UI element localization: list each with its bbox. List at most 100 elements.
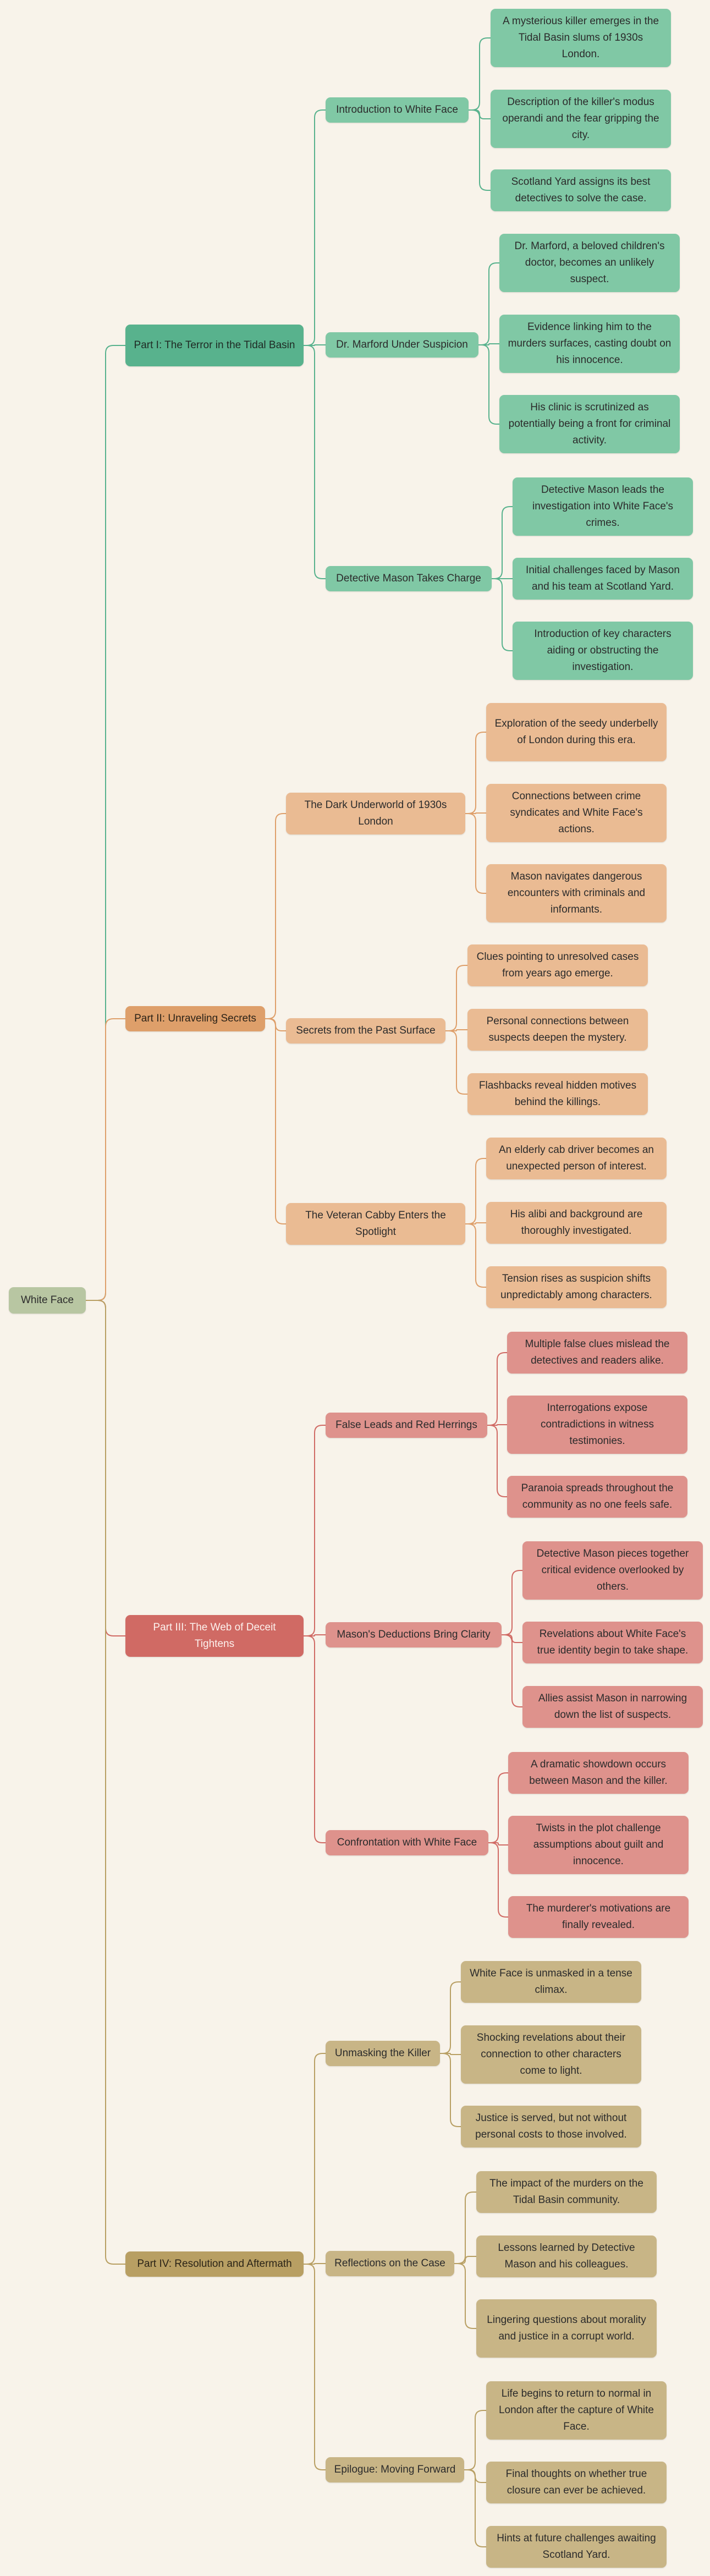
part-node-3-label: Part III: The Web of Deceit Tightens — [153, 1622, 276, 1650]
connector — [304, 1425, 326, 1636]
leaf-node-4-1-2[interactable]: Shocking revelations about their connect… — [461, 2025, 641, 2084]
section-node-4-3[interactable]: Epilogue: Moving Forward — [326, 2457, 464, 2482]
leaf-node-4-1-1[interactable]: White Face is unmasked in a tense climax… — [461, 1961, 641, 2003]
leaf-node-2-3-3[interactable]: Tension rises as suspicion shifts unpred… — [486, 1266, 667, 1308]
connector — [488, 1842, 508, 1846]
leaf-node-1-2-2[interactable]: Evidence linking him to the murders surf… — [499, 315, 680, 373]
section-node-3-3[interactable]: Confrontation with White Face — [326, 1830, 488, 1855]
connector — [304, 1635, 326, 1843]
section-node-4-2-label: Reflections on the Case — [334, 2258, 445, 2269]
leaf-node-1-1-3-label: Scotland Yard assigns its best detective… — [511, 176, 651, 204]
section-node-4-1[interactable]: Unmasking the Killer — [326, 2041, 440, 2066]
leaf-node-2-3-3-label: Tension rises as suspicion shifts unpred… — [500, 1273, 652, 1301]
section-node-1-1[interactable]: Introduction to White Face — [326, 97, 469, 123]
leaf-node-4-1-3-label: Justice is served, but not without perso… — [475, 2112, 627, 2140]
leaf-node-4-2-3[interactable]: Lingering questions about morality and j… — [476, 2299, 657, 2358]
leaf-node-2-1-3-label: Mason navigates dangerous encounters wit… — [507, 871, 646, 915]
leaf-node-4-3-2[interactable]: Final thoughts on whether true closure c… — [486, 2462, 667, 2503]
connector — [469, 37, 491, 111]
leaf-node-2-1-1[interactable]: Exploration of the seedy underbelly of L… — [486, 703, 667, 761]
leaf-node-2-2-2[interactable]: Personal connections between suspects de… — [467, 1009, 648, 1051]
section-node-1-3[interactable]: Detective Mason Takes Charge — [326, 566, 492, 591]
leaf-node-2-2-1[interactable]: Clues pointing to unresolved cases from … — [467, 944, 648, 986]
leaf-node-2-3-1[interactable]: An elderly cab driver becomes an unexpec… — [486, 1138, 667, 1179]
leaf-node-1-2-3[interactable]: His clinic is scrutinized as potentially… — [499, 395, 680, 453]
leaf-node-1-3-1[interactable]: Detective Mason leads the investigation … — [513, 477, 693, 536]
leaf-node-3-1-1[interactable]: Multiple false clues mislead the detecti… — [507, 1332, 687, 1374]
connector — [488, 1842, 508, 1918]
leaf-node-2-1-2[interactable]: Connections between crime syndicates and… — [486, 784, 667, 842]
leaf-node-1-1-2[interactable]: Description of the killer's modus operan… — [491, 90, 671, 148]
leaf-node-4-1-2-label: Shocking revelations about their connect… — [476, 2032, 626, 2077]
leaf-node-3-2-2[interactable]: Revelations about White Face's true iden… — [522, 1622, 703, 1663]
section-node-2-3-label: The Veteran Cabby Enters the Spotlight — [305, 1210, 446, 1238]
leaf-node-2-1-1-label: Exploration of the seedy underbelly of L… — [494, 718, 658, 746]
connector — [265, 813, 286, 1019]
leaf-node-3-1-2-label: Interrogations expose contradictions in … — [541, 1402, 654, 1447]
part-node-4-label: Part IV: Resolution and Aftermath — [137, 2258, 292, 2270]
connector — [445, 965, 467, 1031]
part-node-1[interactable]: Part I: The Terror in the Tidal Basin — [125, 325, 304, 366]
connector — [304, 2053, 326, 2265]
leaf-node-1-3-3[interactable]: Introduction of key characters aiding or… — [513, 622, 693, 680]
leaf-node-4-3-2-label: Final thoughts on whether true closure c… — [505, 2468, 647, 2496]
connector — [454, 2256, 476, 2264]
leaf-node-4-2-3-label: Lingering questions about morality and j… — [487, 2314, 646, 2342]
leaf-node-4-2-2[interactable]: Lessons learned by Detective Mason and h… — [476, 2236, 657, 2277]
section-node-4-2[interactable]: Reflections on the Case — [326, 2251, 454, 2276]
leaf-node-3-3-1-label: A dramatic showdown occurs between Mason… — [529, 1759, 668, 1787]
section-node-2-1[interactable]: The Dark Underworld of 1930s London — [286, 793, 465, 834]
leaf-node-1-2-1[interactable]: Dr. Marford, a beloved children's doctor… — [499, 234, 680, 292]
connector — [464, 2469, 486, 2547]
leaf-node-1-1-2-label: Description of the killer's modus operan… — [502, 96, 659, 141]
section-node-2-2[interactable]: Secrets from the Past Surface — [286, 1018, 445, 1043]
part-node-2[interactable]: Part II: Unraveling Secrets — [125, 1006, 265, 1031]
leaf-node-1-1-1-label: A mysterious killer emerges in the Tidal… — [502, 15, 659, 60]
leaf-node-4-3-3[interactable]: Hints at future challenges awaiting Scot… — [486, 2526, 667, 2568]
leaf-node-4-2-1[interactable]: The impact of the murders on the Tidal B… — [476, 2171, 657, 2213]
leaf-node-3-1-3-label: Paranoia spreads throughout the communit… — [521, 1482, 674, 1511]
leaf-node-2-2-1-label: Clues pointing to unresolved cases from … — [476, 951, 639, 979]
leaf-node-3-3-2[interactable]: Twists in the plot challenge assumptions… — [508, 1816, 689, 1874]
leaf-node-2-1-3[interactable]: Mason navigates dangerous encounters wit… — [486, 864, 667, 922]
leaf-node-4-2-2-label: Lessons learned by Detective Mason and h… — [498, 2242, 635, 2270]
section-node-3-3-label: Confrontation with White Face — [337, 1837, 477, 1848]
connector — [465, 1158, 486, 1224]
connector — [478, 262, 499, 345]
section-node-3-1-label: False Leads and Red Herrings — [335, 1419, 477, 1431]
leaf-node-1-1-1[interactable]: A mysterious killer emerges in the Tidal… — [491, 9, 671, 67]
leaf-node-3-2-3[interactable]: Allies assist Mason in narrowing down th… — [522, 1686, 703, 1728]
section-node-3-1[interactable]: False Leads and Red Herrings — [326, 1413, 487, 1438]
connector — [465, 1223, 486, 1288]
leaf-node-3-1-2[interactable]: Interrogations expose contradictions in … — [507, 1396, 687, 1454]
section-node-2-3[interactable]: The Veteran Cabby Enters the Spotlight — [286, 1203, 465, 1245]
connector — [304, 345, 326, 579]
leaf-node-3-3-1[interactable]: A dramatic showdown occurs between Mason… — [508, 1752, 689, 1794]
connector — [465, 812, 486, 814]
leaf-node-1-3-2[interactable]: Initial challenges faced by Mason and hi… — [513, 558, 693, 600]
leaf-node-3-2-1[interactable]: Detective Mason pieces together critical… — [522, 1541, 703, 1600]
part-node-3[interactable]: Part III: The Web of Deceit Tightens — [125, 1615, 304, 1657]
connector — [304, 109, 326, 346]
leaf-node-4-1-3[interactable]: Justice is served, but not without perso… — [461, 2106, 641, 2147]
leaf-node-3-1-3[interactable]: Paranoia spreads throughout the communit… — [507, 1476, 687, 1518]
leaf-node-2-3-2[interactable]: His alibi and background are thoroughly … — [486, 1202, 667, 1244]
section-node-2-1-label: The Dark Underworld of 1930s London — [304, 799, 447, 827]
leaf-node-4-3-1[interactable]: Life begins to return to normal in Londo… — [486, 2381, 667, 2440]
connector — [502, 1570, 522, 1635]
section-node-1-2[interactable]: Dr. Marford Under Suspicion — [326, 332, 478, 358]
leaf-node-3-3-3[interactable]: The murderer's motivations are finally r… — [508, 1896, 689, 1938]
part-node-4[interactable]: Part IV: Resolution and Aftermath — [125, 2251, 304, 2277]
connector — [440, 2053, 461, 2055]
connector — [502, 1634, 522, 1707]
leaf-node-1-1-3[interactable]: Scotland Yard assigns its best detective… — [491, 169, 671, 211]
connector — [478, 344, 499, 425]
leaf-node-2-2-3[interactable]: Flashbacks reveal hidden motives behind … — [467, 1073, 648, 1115]
connector — [445, 1029, 467, 1031]
section-node-3-2[interactable]: Mason's Deductions Bring Clarity — [326, 1622, 502, 1647]
leaf-node-3-3-3-label: The murderer's motivations are finally r… — [526, 1903, 671, 1931]
leaf-node-1-2-1-label: Dr. Marford, a beloved children's doctor… — [514, 240, 665, 285]
root-node[interactable]: White Face — [9, 1287, 86, 1314]
section-node-1-3-label: Detective Mason Takes Charge — [336, 573, 481, 584]
